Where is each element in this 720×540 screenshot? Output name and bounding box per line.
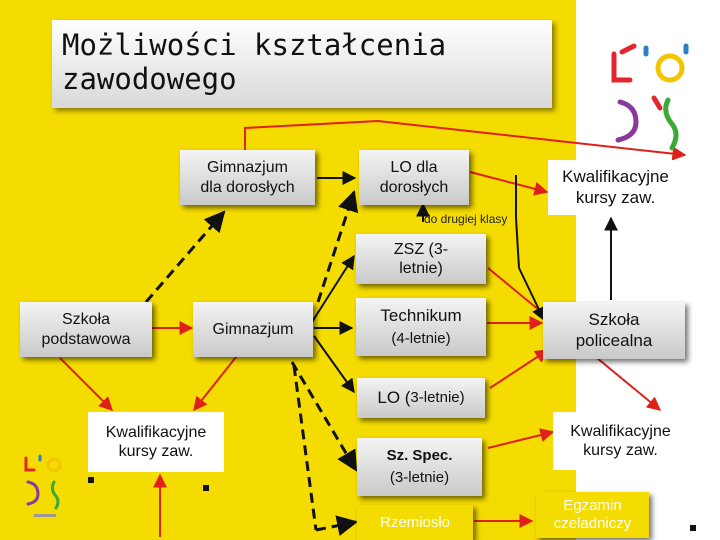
- title-box: Możliwości kształcenia zawodowego: [52, 20, 552, 108]
- node-label-line2: (4-letnie): [391, 330, 451, 348]
- node-gimnazjum-dla-doroslych: Gimnazjum dla dorosłych: [180, 150, 315, 205]
- dashed-gimnazjum-to-lo-doroslych: [316, 190, 359, 303]
- node-label: Gimnazjum dla dorosłych: [200, 159, 295, 196]
- node-zsz: ZSZ (3- letnie): [356, 234, 486, 284]
- dashed-gimnazjum-to-szspec: [290, 361, 358, 472]
- node-label: ZSZ (3- letnie): [393, 240, 449, 277]
- node-kwalifikacyjne-left: Kwalifikacyjne kursy zaw.: [88, 412, 224, 472]
- decorative-dot: [690, 525, 696, 531]
- arrow-gimnazjum-to-zsz: [311, 254, 355, 323]
- arrow-gimnazjum-to-kwalifikacyjne: [193, 351, 241, 412]
- node-label-suffix: 3-letnie): [410, 389, 465, 406]
- node-label: Rzemiosło: [379, 513, 451, 531]
- node-label: LO dla dorosłych: [379, 159, 449, 196]
- arrow-top-bus: [244, 119, 687, 161]
- decorative-dot: [88, 477, 94, 483]
- node-label: Egzamin czeladniczy: [553, 497, 632, 532]
- node-label: Szkoła policealna: [575, 310, 653, 350]
- arrow-lo-to-policealna: [489, 349, 550, 389]
- arrow-zsz-vertical: [515, 175, 520, 269]
- small-logo-icon: [24, 454, 62, 517]
- arrow-gimnazjum-to-lo: [313, 335, 355, 394]
- node-label: Gimnazjum: [212, 320, 294, 338]
- arrow-zsz-to-policealna: [518, 267, 545, 322]
- node-label-line1: Sz. Spec.: [386, 447, 453, 464]
- node-label-line1: Technikum: [380, 305, 462, 325]
- node-szkola-specjalna: Sz. Spec. (3-letnie): [357, 438, 482, 496]
- dashed-podstawowa-to-gimnazjum-doroslych: [144, 210, 226, 303]
- node-lo-dla-doroslych: LO dla dorosłych: [359, 150, 469, 205]
- dashed-rzemioslo-link: [315, 515, 359, 537]
- logo-icon: [611, 43, 689, 151]
- node-label-prefix: LO (: [377, 387, 411, 407]
- arrow-lo-doroslych-to-kwalifikacyjne: [469, 171, 549, 196]
- node-szkola-podstawowa: Szkoła podstawowa: [20, 302, 152, 357]
- note-do-drugiej-klasy: do drugiej klasy: [424, 212, 508, 226]
- node-label: Szkoła podstawowa: [41, 311, 131, 348]
- arrow-szspec-to-kwalifikacyjne-right: [487, 428, 555, 449]
- node-technikum: Technikum (4-letnie): [356, 298, 486, 356]
- arrow-podstawowa-to-kwalifikacyjne: [59, 357, 113, 411]
- node-kwalifikacyjne-top: Kwalifikacyjne kursy zaw.: [548, 160, 683, 215]
- node-label: Kwalifikacyjne kursy zaw.: [562, 167, 669, 207]
- node-gimnazjum: Gimnazjum: [193, 302, 313, 357]
- node-label-line2: (3-letnie): [389, 469, 450, 486]
- node-egzamin-czeladniczy: Egzamin czeladniczy: [536, 492, 649, 538]
- page-title: Możliwości kształcenia zawodowego: [62, 28, 447, 96]
- node-lo: LO (3-letnie): [357, 378, 485, 418]
- dashed-szspec-to-rzemioslo: [292, 365, 318, 531]
- decorative-dot: [203, 485, 209, 491]
- node-szkola-policealna: Szkoła policealna: [543, 302, 685, 359]
- node-rzemioslo: Rzemiosło: [357, 505, 473, 540]
- node-kwalifikacyjne-right: Kwalifikacyjne kursy zaw.: [553, 412, 688, 470]
- node-label: Kwalifikacyjne kursy zaw.: [570, 422, 671, 459]
- node-label: Kwalifikacyjne kursy zaw.: [105, 423, 207, 460]
